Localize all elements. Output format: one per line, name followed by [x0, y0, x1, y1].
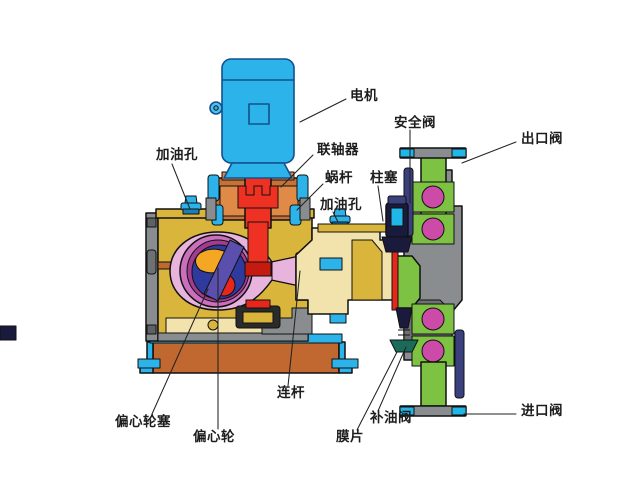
pump-head-top-plate [317, 223, 389, 233]
leader-plunger [377, 185, 384, 222]
inlet-ball-upper [421, 307, 445, 331]
worm-bearing-seal [245, 299, 271, 309]
endplate-bolt-bottom [146, 324, 157, 335]
worm-lower-shaft [247, 221, 269, 263]
motor-body [221, 58, 295, 164]
outlet-valve-assembly [399, 147, 467, 245]
eccentric-diagonal-key [203, 239, 245, 302]
label-oil-hole-left: 加油孔 [155, 146, 198, 163]
motor-flange [223, 162, 293, 179]
label-motor: 电机 [350, 87, 378, 104]
outlet-ball-upper [421, 185, 445, 209]
label-worm: 蜗杆 [325, 169, 353, 186]
electric-motor [209, 58, 295, 179]
label-coupling: 联轴器 [317, 141, 359, 158]
motor-terminal-box [248, 103, 270, 125]
endplate-slot [146, 249, 157, 275]
leader-coupling [280, 154, 314, 188]
diaphragm-chamber-green [395, 255, 421, 309]
oil-cap-left-base [182, 208, 200, 215]
label-diaphragm: 膜片 [336, 428, 364, 445]
makeup-valve-skirt [389, 339, 419, 353]
label-oil-makeup-valve: 补油阀 [369, 409, 412, 426]
outlet-flange-gasket-left [399, 148, 415, 158]
label-eccentric-plug: 偏心轮塞 [115, 413, 171, 430]
worm-teeth [237, 185, 279, 209]
leader-diaphragm [356, 351, 398, 431]
crankcase-drain-circle [207, 319, 219, 331]
label-safety-valve: 安全阀 [394, 114, 436, 131]
gearbox-bolt-left [207, 174, 220, 202]
callout-labels: 电机 安全阀 出口阀 加油孔 联轴器 蜗杆 柱塞 加油孔 连杆 偏心轮塞 偏心轮… [115, 87, 563, 445]
safety-valve-assembly [381, 195, 413, 253]
pump-head-inner-shoulder [351, 239, 383, 301]
oil-filler-cap-left [180, 195, 202, 215]
worm-shaft-collar [244, 261, 272, 277]
label-connecting-rod: 连杆 [277, 384, 305, 401]
base-block [152, 341, 340, 374]
label-outlet-valve: 出口阀 [521, 130, 563, 147]
head-sight-window [319, 257, 343, 271]
makeup-valve-body [0, 325, 17, 341]
worm-bearing-insert [242, 311, 274, 324]
leader-worm [296, 183, 324, 211]
outlet-flange-gasket-right [451, 148, 467, 158]
motor-lifting-eye-hole [213, 105, 219, 111]
worm-bearing-block [235, 299, 281, 329]
inlet-valve-green-body [420, 361, 447, 407]
leader-lines [151, 98, 517, 431]
diaphragm-membrane [391, 251, 399, 311]
label-eccentric-wheel: 偏心轮 [193, 428, 235, 445]
gearbox-shoulder-right [299, 197, 311, 221]
label-inlet-valve: 进口阀 [521, 402, 563, 419]
gearbox-shoulder-left [205, 197, 217, 221]
crankcase-left-endplate [145, 212, 159, 342]
label-plunger: 柱塞 [370, 169, 398, 186]
inlet-flange-gasket-right [451, 406, 467, 416]
base-foot-right-pad [331, 358, 359, 369]
outlet-ball-lower [421, 217, 445, 241]
oil-makeup-valve-assembly [0, 307, 419, 353]
endplate-bolt-top [146, 217, 157, 228]
pump-head-block [295, 223, 397, 324]
inlet-tie-rod [454, 329, 465, 399]
leader-oil-hole-right [332, 211, 339, 223]
eccentric-wheel-assembly [169, 231, 301, 311]
safety-valve-cap [387, 195, 407, 205]
inlet-valve-assembly [399, 303, 467, 417]
base-foot-left-pad [137, 358, 161, 369]
leader-oil-makeup-valve [377, 346, 407, 412]
leader-oil-hole-left [171, 163, 191, 210]
inlet-flange-gasket-left [399, 406, 415, 416]
leader-motor [299, 98, 347, 123]
label-oil-hole-right: 加油孔 [319, 196, 362, 213]
leader-connecting-rod [287, 270, 301, 387]
gearbox-bolt-right [296, 174, 309, 202]
head-bolt-cyan [329, 313, 347, 324]
leader-eccentric-plug [151, 288, 209, 415]
safety-valve-skirt [381, 236, 413, 253]
oil-cap-right-dome [333, 208, 347, 217]
crankcase-inner-shelf [157, 332, 309, 342]
inlet-ball-lower [421, 339, 445, 363]
makeup-valve-cone [395, 307, 413, 329]
leader-outlet-valve [461, 141, 517, 164]
safety-valve-window [390, 207, 404, 227]
